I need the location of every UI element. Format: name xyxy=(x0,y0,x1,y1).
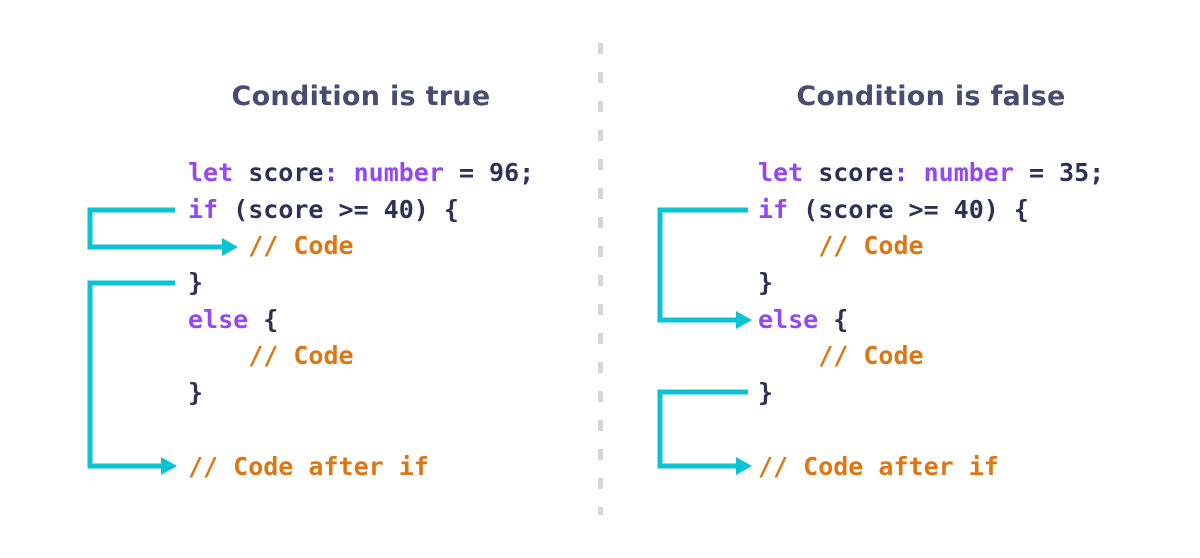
code-token xyxy=(758,341,818,370)
code-line: // Code xyxy=(188,338,534,375)
code-token: } xyxy=(758,268,774,298)
code-token: // Code xyxy=(818,231,924,261)
code-line: // Code xyxy=(188,228,534,265)
code-token: // Code xyxy=(248,231,354,261)
code-token: else xyxy=(758,304,819,334)
code-line: else { xyxy=(758,302,1104,339)
code-line: if (score >= 40) { xyxy=(758,192,1104,229)
code-line: // Code after if xyxy=(758,449,1104,486)
code-line: let score: number = 96; xyxy=(188,155,534,192)
flow-arrow-true-endif-to-after xyxy=(87,280,177,475)
dashed-divider-line xyxy=(598,43,603,515)
code-token: : xyxy=(893,158,909,187)
code-line: } xyxy=(188,265,534,302)
code-token: // Code xyxy=(818,341,924,371)
code-token: : xyxy=(323,158,339,187)
flow-arrow-false-endelse-to-after xyxy=(657,389,752,475)
code-block-condition-false: let score: number = 35;if (score >= 40) … xyxy=(758,155,1104,485)
code-line: } xyxy=(758,265,1104,302)
code-line: // Code xyxy=(758,338,1104,375)
code-token xyxy=(758,231,818,260)
code-line: } xyxy=(188,375,534,412)
code-line: if (score >= 40) { xyxy=(188,192,534,229)
flow-arrow-false-if-to-else xyxy=(657,207,752,329)
code-token: score xyxy=(233,158,324,187)
code-token: score xyxy=(803,158,894,187)
code-line: let score: number = 35; xyxy=(758,155,1104,192)
panel-title-condition-true: Condition is true xyxy=(231,81,491,112)
code-token: number xyxy=(353,158,444,187)
code-token: // Code xyxy=(248,341,354,371)
code-block-condition-true: let score: number = 96;if (score >= 40) … xyxy=(188,155,534,485)
code-token: = 96; xyxy=(443,158,535,187)
code-line: // Code xyxy=(758,228,1104,265)
code-token: } xyxy=(758,378,774,408)
code-token: = 35; xyxy=(1013,158,1105,187)
code-token: if xyxy=(758,194,789,224)
code-token: if xyxy=(188,194,219,224)
code-token: // Code after if xyxy=(188,451,429,481)
code-line xyxy=(758,412,1104,449)
code-token: // Code after if xyxy=(758,451,999,481)
code-line: else { xyxy=(188,302,534,339)
code-line: } xyxy=(758,375,1104,412)
code-token xyxy=(339,158,354,187)
code-token xyxy=(188,341,248,370)
code-token: let xyxy=(188,158,234,187)
code-line xyxy=(188,412,534,449)
code-token: number xyxy=(923,158,1014,187)
code-token: let xyxy=(758,158,804,187)
panel-title-condition-false: Condition is false xyxy=(796,81,1066,112)
code-token: (score >= 40) { xyxy=(788,194,1029,224)
code-line: // Code after if xyxy=(188,449,534,486)
code-token: (score >= 40) { xyxy=(218,194,459,224)
code-token xyxy=(909,158,924,187)
code-token: else xyxy=(188,304,249,334)
code-token: { xyxy=(818,304,849,334)
code-token: } xyxy=(188,378,204,408)
code-token: } xyxy=(188,268,204,298)
code-token xyxy=(188,231,248,260)
code-token: { xyxy=(248,304,279,334)
